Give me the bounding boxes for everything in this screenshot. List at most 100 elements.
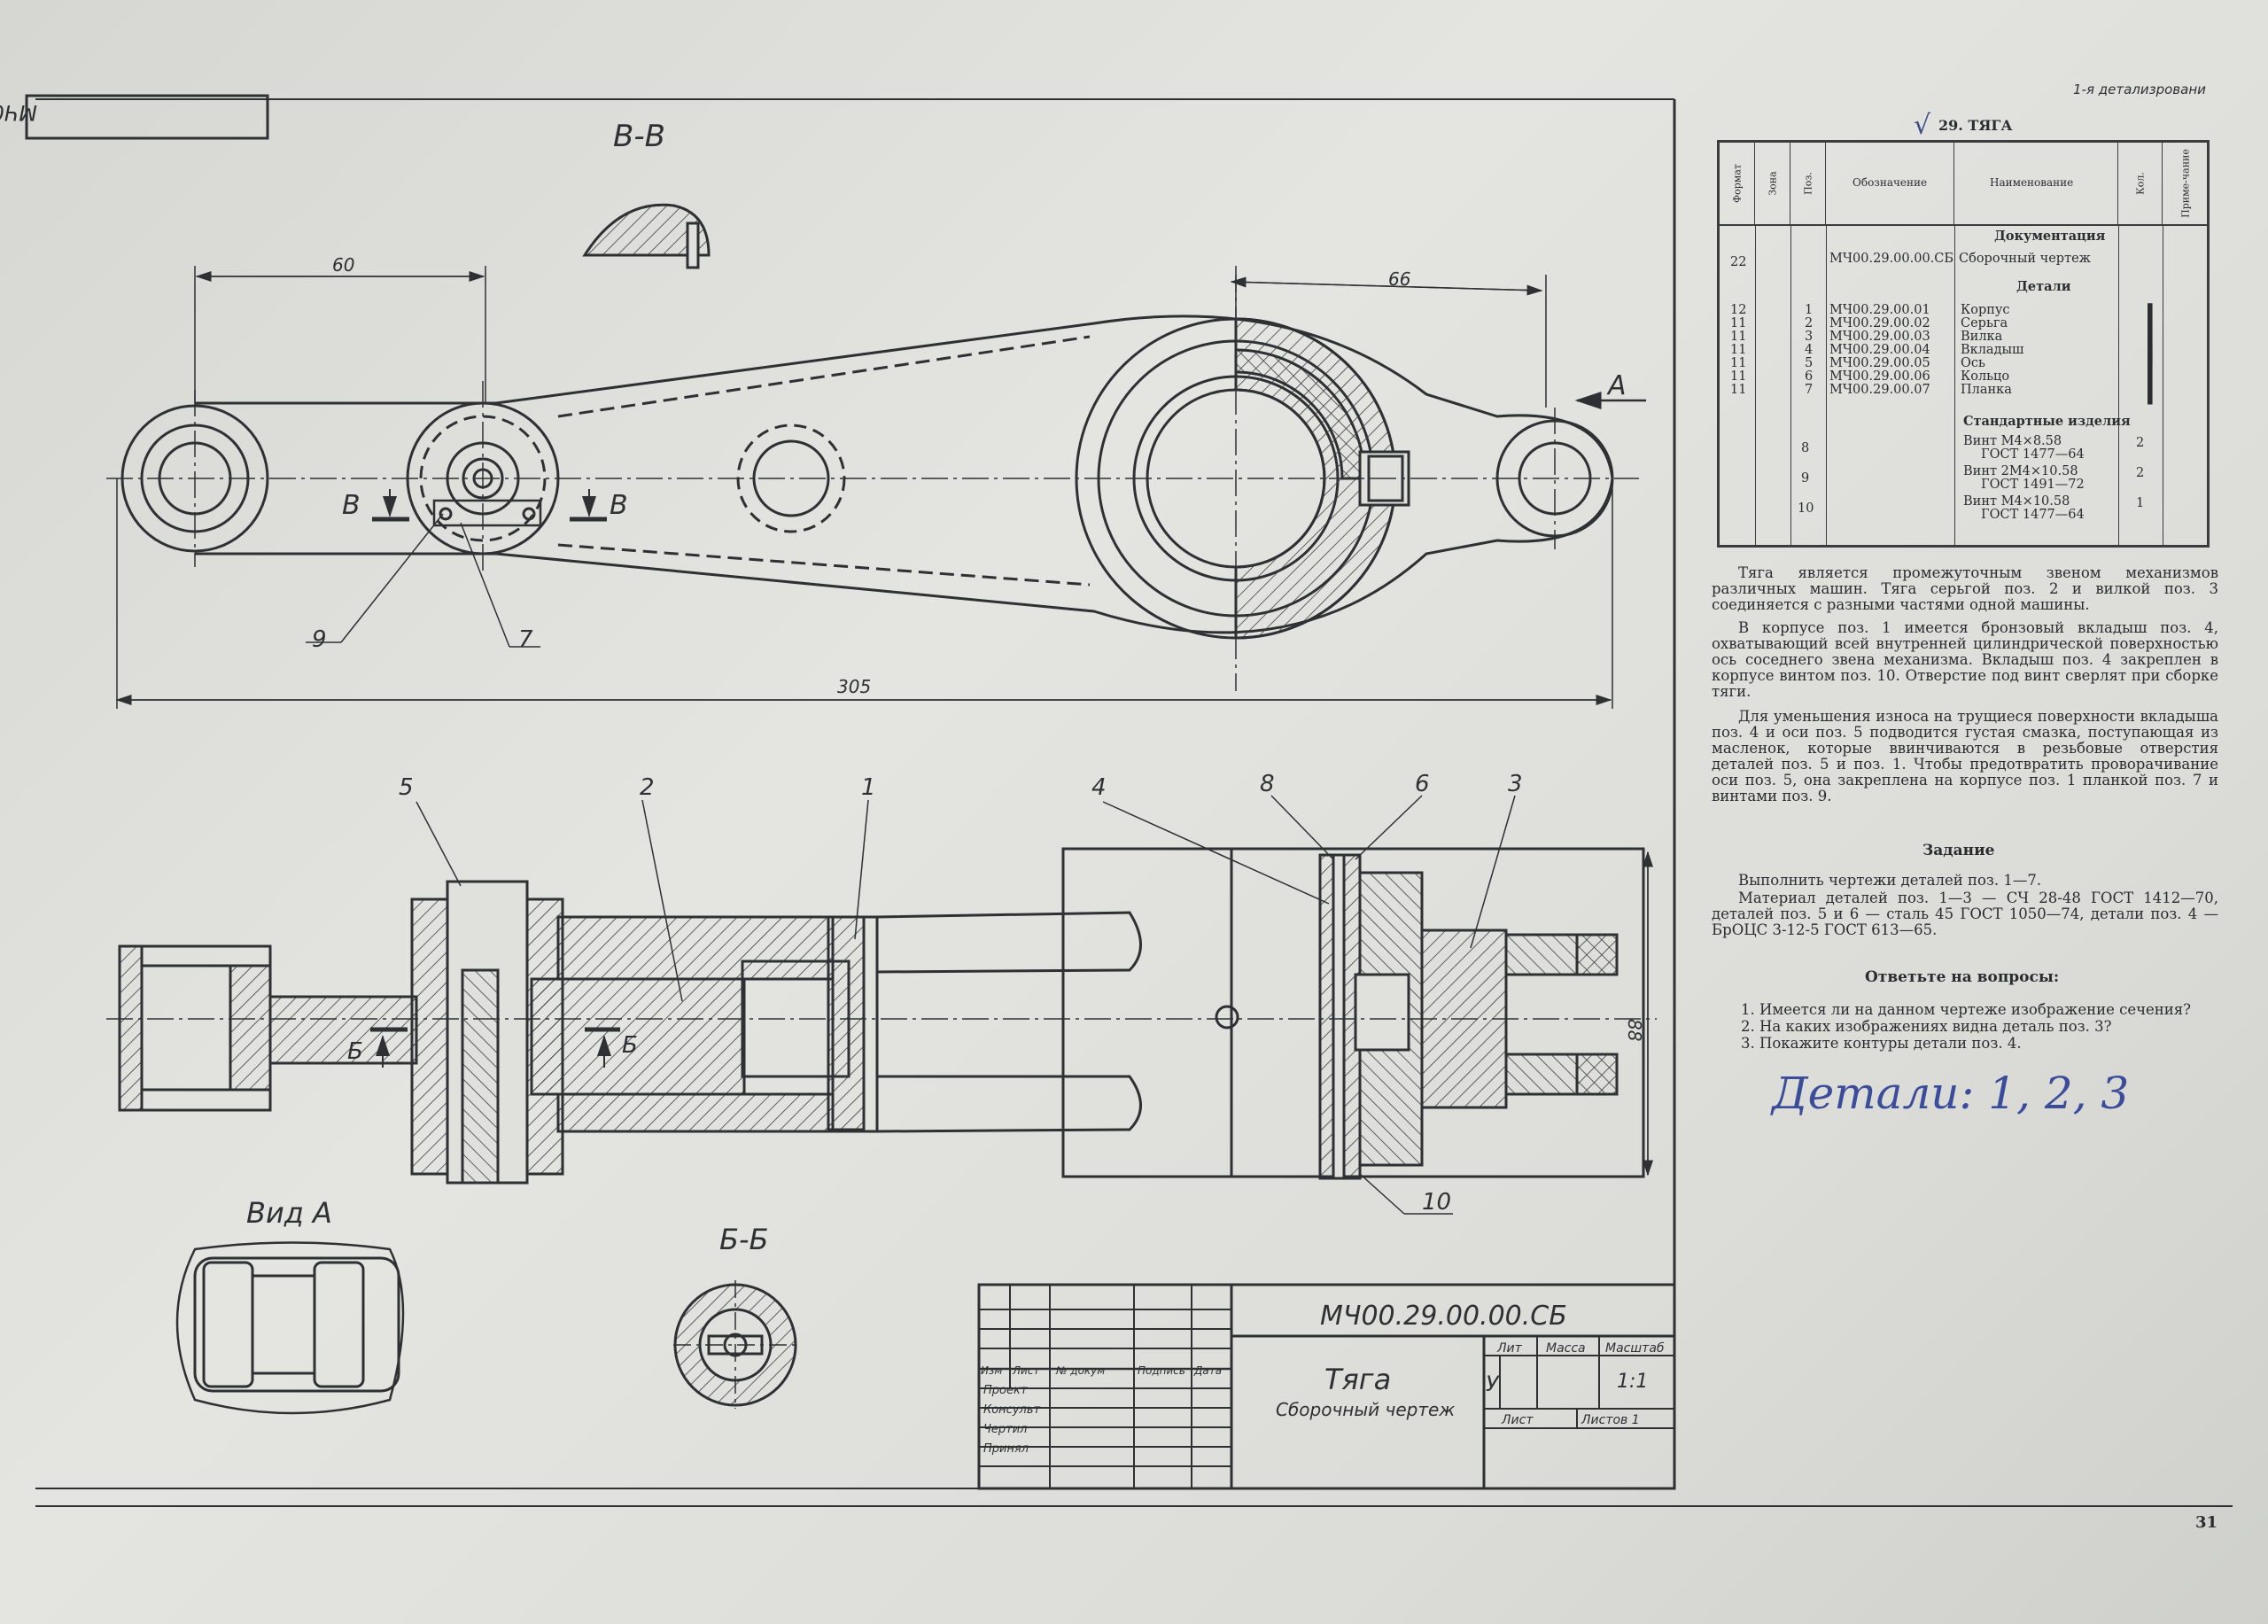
- section-standard: Стандартные изделия: [1963, 414, 2131, 429]
- tb-role-project: Проект: [983, 1384, 1028, 1397]
- detail-7-code: МЧ00.29.00.07: [1829, 383, 1930, 397]
- view-a-label: Вид А: [246, 1196, 332, 1230]
- callout-9: 9: [312, 626, 327, 653]
- hdr-qty: Кол.: [2134, 172, 2146, 195]
- cut-b-left: Б: [347, 1038, 363, 1065]
- tb-sheet-label: Лист: [1501, 1413, 1534, 1427]
- detail-5-pos: 5: [1805, 356, 1814, 370]
- detail-1-pos: 1: [1805, 303, 1814, 317]
- tb-scale-label: Масштаб: [1605, 1341, 1665, 1356]
- tb-col-izm: Изм: [981, 1364, 1002, 1377]
- callout-4: 4: [1091, 774, 1107, 801]
- cut-v-right: В: [610, 490, 628, 521]
- std-9-l2: ГОСТ 1491—72: [1981, 478, 2085, 492]
- detail-1-format: 12: [1730, 303, 1747, 317]
- question-3: 3. Покажите контуры детали поз. 4.: [1741, 1035, 2022, 1052]
- dim-60: 60: [332, 254, 354, 276]
- spec-title: 29. ТЯГА: [1938, 117, 2013, 134]
- task-title: Задание: [1922, 842, 1995, 859]
- desc-para-2: В корпусе поз. 1 имеется бронзовый вклад…: [1712, 619, 2218, 700]
- arrow-a-label: А: [1606, 370, 1627, 401]
- hdr-pos: Поз.: [1802, 172, 1814, 195]
- detail-5-name: Ось: [1961, 356, 1985, 370]
- detail-6-name: Кольцо: [1961, 369, 2010, 384]
- tb-col-sign: Подпись: [1138, 1364, 1185, 1377]
- detail-6-pos: 6: [1805, 369, 1814, 384]
- desc-para-3: Для уменьшения износа на трущиеся поверх…: [1712, 708, 2218, 804]
- detail-5-code: МЧ00.29.00.05: [1829, 356, 1930, 370]
- detail-7-name: Планка: [1961, 383, 2012, 397]
- std-9-qty: 2: [2136, 466, 2145, 480]
- detail-5-format: 11: [1730, 356, 1747, 370]
- std-9-pos: 9: [1801, 471, 1810, 486]
- check-mark: √: [1914, 110, 1931, 141]
- tb-role-drew: Чертил: [983, 1423, 1028, 1436]
- spec-header: Формат Зона Поз. Обозначение Наименовани…: [1720, 143, 2207, 226]
- tb-col-date: Дата: [1193, 1364, 1222, 1377]
- questions-title: Ответьте на вопросы:: [1865, 968, 2060, 986]
- doc-code: МЧ00.29.00.00.СБ: [1829, 252, 1954, 266]
- code-top-left: МЧ00.29.00.00.СБ: [0, 100, 37, 125]
- tb-lit-value: У: [1486, 1371, 1500, 1396]
- detail-2-pos: 2: [1805, 316, 1814, 330]
- std-8-qty: 2: [2136, 436, 2145, 450]
- qty-marks: |: [2140, 293, 2161, 366]
- detail-3-pos: 3: [1805, 330, 1814, 344]
- detail-4-name: Вкладыш: [1961, 343, 2024, 357]
- tb-lit-label: Лит: [1496, 1341, 1523, 1356]
- task-line-2: Материал деталей поз. 1—3 — СЧ 28-48 ГОС…: [1712, 890, 2218, 938]
- detail-7-format: 11: [1730, 383, 1747, 397]
- questions-list: 1. Имеется ли на данном чертеже изображе…: [1741, 1001, 2191, 1052]
- std-10-pos: 10: [1798, 501, 1814, 516]
- handwritten-answer: Детали: 1, 2, 3: [1772, 1068, 2130, 1119]
- hdr-zone: Зона: [1767, 171, 1778, 196]
- tb-code: МЧ00.29.00.00.СБ: [1320, 1301, 1567, 1332]
- section-bb-label: Б-Б: [719, 1223, 768, 1256]
- qty-marks-2: |: [2140, 332, 2161, 405]
- tb-sheets-label: Листов 1: [1581, 1413, 1640, 1427]
- section-vv-label: В-В: [613, 119, 665, 154]
- hdr-code: Обозначение: [1852, 176, 1928, 189]
- detail-2-name: Серьга: [1961, 316, 2008, 330]
- detail-3-code: МЧ00.29.00.03: [1829, 330, 1930, 344]
- dim-66: 66: [1388, 268, 1410, 290]
- std-9-l1: Винт 2М4×10.58: [1963, 464, 2078, 478]
- detail-7-pos: 7: [1805, 383, 1814, 397]
- tb-name: Тяга: [1324, 1363, 1391, 1396]
- std-10-l2: ГОСТ 1477—64: [1981, 508, 2085, 522]
- tb-scale-value: 1:1: [1617, 1371, 1648, 1393]
- std-8-l1: Винт М4×8.58: [1963, 434, 2062, 448]
- doc-name: Сборочный чертеж: [1959, 252, 2092, 266]
- callout-6: 6: [1415, 771, 1430, 797]
- callout-2: 2: [640, 774, 655, 801]
- detail-2-format: 11: [1730, 316, 1747, 330]
- cut-v-left: В: [342, 490, 361, 521]
- detail-3-format: 11: [1730, 330, 1747, 344]
- callout-8: 8: [1260, 771, 1275, 797]
- detail-1-code: МЧ00.29.00.01: [1829, 303, 1930, 317]
- detail-1-name: Корпус: [1961, 303, 2010, 317]
- detail-4-pos: 4: [1805, 343, 1814, 357]
- hdr-name: Наименование: [1990, 176, 2074, 189]
- section-docs: Документация: [1994, 229, 2106, 244]
- callout-10: 10: [1422, 1189, 1451, 1216]
- std-10-l1: Винт М4×10.58: [1963, 494, 2070, 509]
- callout-5: 5: [399, 774, 414, 801]
- detail-2-code: МЧ00.29.00.02: [1829, 316, 1930, 330]
- detail-4-code: МЧ00.29.00.04: [1829, 343, 1930, 357]
- std-8-l2: ГОСТ 1477—64: [1981, 447, 2085, 462]
- dim-88: 88: [1624, 1019, 1645, 1041]
- detail-3-name: Вилка: [1961, 330, 2003, 344]
- specification-table: Формат Зона Поз. Обозначение Наименовани…: [1717, 140, 2210, 548]
- task-line-1: Выполнить чертежи деталей поз. 1—7.: [1738, 872, 2042, 889]
- callout-7: 7: [518, 626, 533, 653]
- desc-para-1: Тяга является промежуточным звеном механ…: [1712, 564, 2218, 613]
- page-number: 31: [2195, 1513, 2218, 1532]
- detail-6-format: 11: [1730, 369, 1747, 384]
- std-10-qty: 1: [2136, 496, 2145, 510]
- tb-role-accepted: Принял: [983, 1442, 1029, 1456]
- tb-col-list: Лист: [1012, 1364, 1040, 1377]
- callout-3: 3: [1508, 771, 1523, 797]
- tb-mass-label: Масса: [1546, 1341, 1586, 1356]
- question-2: 2. На каких изображениях видна деталь по…: [1741, 1018, 2112, 1035]
